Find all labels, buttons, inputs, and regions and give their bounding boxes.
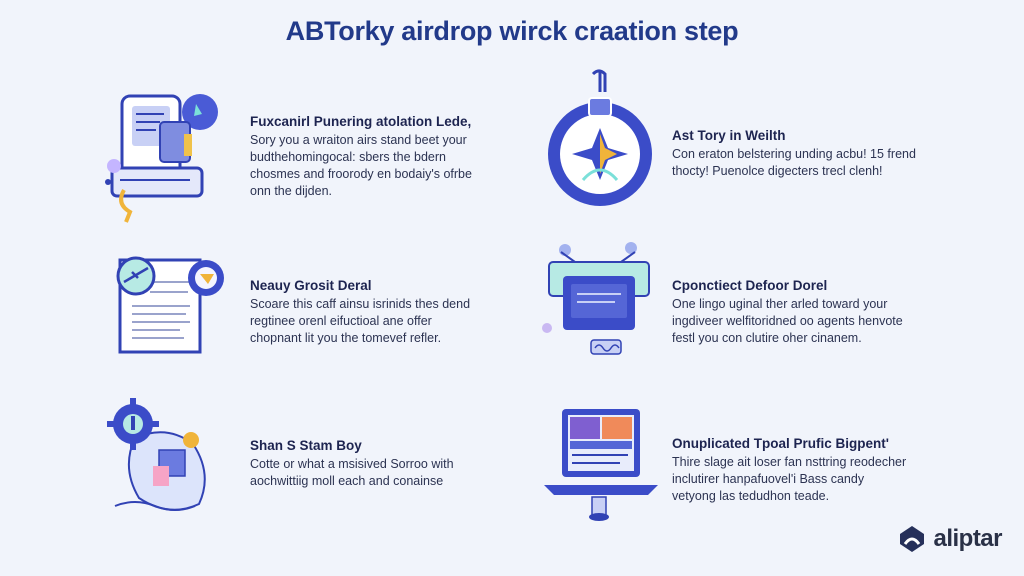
- step-1: Fuxcanirl Punering atolation Lede, Sory …: [250, 114, 490, 200]
- brand-mark: aliptar: [897, 524, 1002, 554]
- step-5-title: Shan S Stam Boy: [250, 438, 362, 453]
- creature-gear-icon: [105, 398, 225, 520]
- open-box-icon: [535, 238, 660, 360]
- laptop-icon: [540, 405, 660, 523]
- step-3-desc: Scoare this caff ainsu isrinids thes den…: [250, 297, 471, 345]
- step-5: Shan S Stam Boy Cotte or what a msisived…: [250, 438, 490, 490]
- step-6-desc: Thire slage ait loser fan nsttring reode…: [672, 455, 907, 503]
- step-4-title: Cponctiect Defoor Dorel: [672, 278, 828, 293]
- page-title: ABTorky airdrop wirck craation step: [285, 16, 739, 46]
- document-compass-icon: [112, 252, 232, 357]
- step-3: Neauy Grosit Deral Scoare this caff ains…: [250, 278, 490, 347]
- step-4-desc: One lingo uginal ther arled toward your …: [672, 297, 903, 345]
- step-6-title: Onuplicated Tpoal Prufic Bigpent': [672, 436, 889, 451]
- brand-logo-icon: [900, 526, 925, 552]
- computer-illustration-icon: [100, 90, 225, 225]
- step-5-desc: Cotte or what a msisived Sorroo with aoc…: [250, 457, 454, 488]
- medallion-star-icon: [545, 68, 655, 208]
- step-1-title: Fuxcanirl Punering atolation Lede,: [250, 114, 472, 129]
- step-3-title: Neauy Grosit Deral: [250, 278, 372, 293]
- step-1-desc: Sory you a wraiton airs stand beet your …: [250, 133, 472, 198]
- step-6: Onuplicated Tpoal Prufic Bigpent' Thire …: [672, 436, 932, 505]
- step-4: Cponctiect Defoor Dorel One lingo uginal…: [672, 278, 922, 347]
- step-2: Ast Tory in Weilth Con eraton belstering…: [672, 128, 922, 180]
- step-2-title: Ast Tory in Weilth: [672, 128, 786, 143]
- brand-name: aliptar: [933, 525, 1002, 552]
- step-2-desc: Con eraton belstering unding acbu! 15 fr…: [672, 147, 916, 178]
